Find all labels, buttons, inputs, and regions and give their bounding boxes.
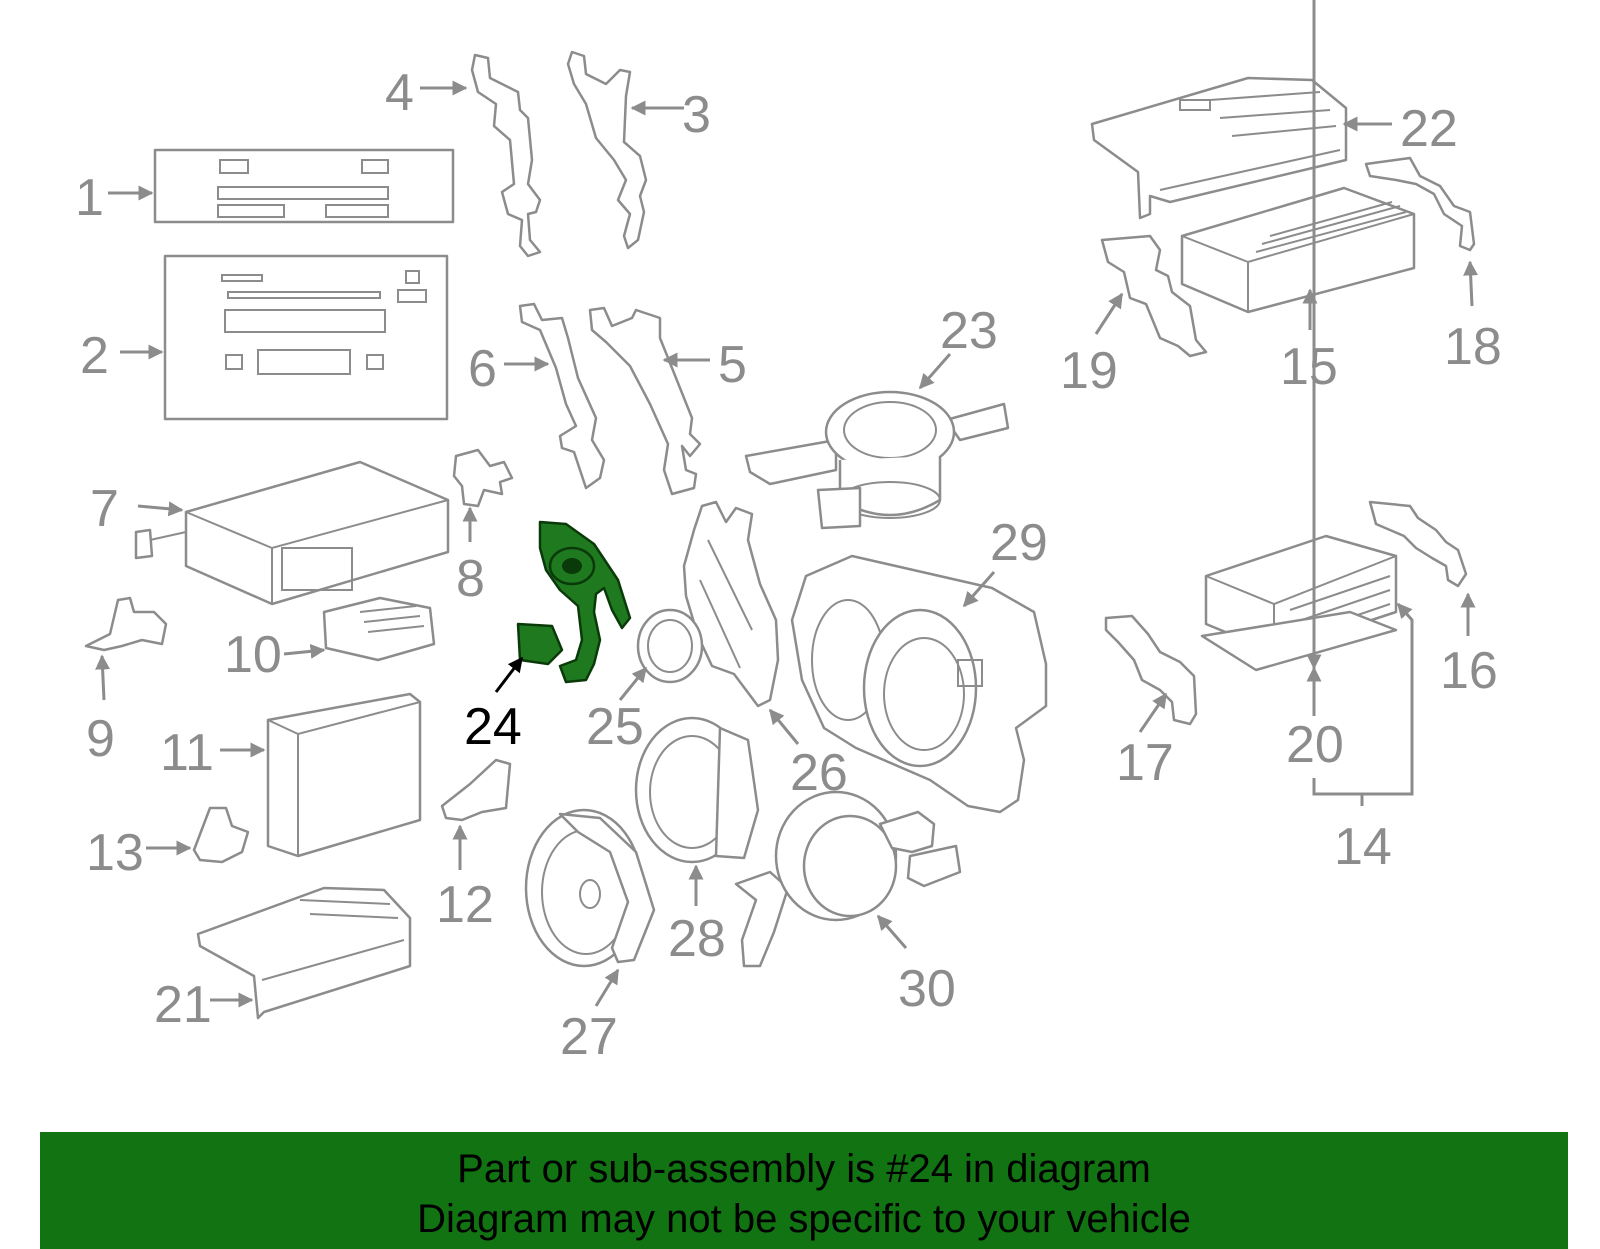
label-17: 17 — [1116, 734, 1174, 792]
part-30-speaker[interactable] — [734, 790, 962, 968]
label-5: 5 — [718, 336, 747, 394]
info-banner: Part or sub-assembly is #24 in diagram D… — [40, 1132, 1568, 1249]
leader-19 — [1094, 292, 1124, 335]
part-5-bracket[interactable] — [588, 306, 702, 496]
part-15-amplifier[interactable] — [1180, 186, 1416, 314]
part-24-wire-harness-highlighted[interactable] — [516, 520, 632, 684]
label-30: 30 — [898, 960, 956, 1018]
label-20: 20 — [1286, 716, 1344, 774]
leader-27 — [594, 968, 620, 1007]
part-11-navigation-unit[interactable] — [266, 692, 422, 858]
label-16: 16 — [1440, 642, 1498, 700]
leader-18 — [1463, 260, 1479, 307]
part-19-bracket[interactable] — [1100, 234, 1208, 358]
part-16-bracket[interactable] — [1368, 500, 1468, 588]
label-8: 8 — [456, 550, 485, 608]
label-7: 7 — [90, 480, 119, 538]
label-2: 2 — [80, 327, 109, 385]
label-22: 22 — [1400, 100, 1458, 158]
part-22-amplifier-cover[interactable] — [1090, 76, 1348, 220]
label-23: 23 — [940, 302, 998, 360]
part-9-bracket[interactable] — [84, 596, 168, 652]
part-28-speaker[interactable] — [634, 716, 760, 864]
label-10: 10 — [224, 626, 282, 684]
part-2-radio-panel[interactable] — [163, 254, 449, 421]
label-9: 9 — [86, 710, 115, 768]
label-11: 11 — [160, 724, 214, 782]
part-21-amplifier-cover[interactable] — [196, 886, 412, 1020]
part-26-speaker-bracket[interactable] — [682, 500, 780, 708]
part-3-bracket[interactable] — [566, 50, 648, 250]
part-27-speaker[interactable] — [524, 808, 656, 968]
label-1: 1 — [75, 169, 104, 227]
leader-14 — [1312, 602, 1414, 796]
leader-24 — [494, 656, 524, 693]
label-19: 19 — [1060, 342, 1118, 400]
leader-17 — [1138, 692, 1168, 733]
label-28: 28 — [668, 910, 726, 968]
label-18: 18 — [1444, 318, 1502, 376]
banner-line-2: Diagram may not be specific to your vehi… — [417, 1197, 1191, 1241]
part-7-cd-changer[interactable] — [134, 460, 450, 606]
leader-26 — [768, 708, 800, 745]
banner-line-1: Part or sub-assembly is #24 in diagram — [457, 1147, 1151, 1191]
part-1-radio-faceplate[interactable] — [153, 148, 455, 224]
part-25-speaker[interactable] — [636, 608, 704, 684]
label-12: 12 — [436, 876, 494, 934]
label-3: 3 — [682, 86, 711, 144]
label-15: 15 — [1280, 338, 1338, 396]
part-13-bracket[interactable] — [192, 806, 250, 864]
part-17-bracket[interactable] — [1104, 614, 1198, 726]
part-18-bracket[interactable] — [1364, 156, 1476, 252]
leader-10 — [283, 643, 326, 659]
leader-23 — [918, 353, 952, 390]
label-14: 14 — [1334, 818, 1392, 876]
part-12-bracket[interactable] — [440, 758, 512, 822]
leader-25 — [618, 666, 648, 701]
leader-9 — [95, 654, 111, 701]
part-29-subwoofer-enclosure[interactable] — [790, 554, 1048, 814]
label-13: 13 — [86, 824, 144, 882]
part-6-bracket[interactable] — [518, 302, 606, 490]
label-24: 24 — [464, 698, 522, 756]
part-4-bracket[interactable] — [470, 53, 542, 258]
part-23-tweeter-speaker[interactable] — [744, 390, 1010, 530]
part-10-control-module[interactable] — [322, 596, 436, 662]
part-20-amplifier-tray[interactable] — [1200, 534, 1398, 672]
leader-30 — [876, 914, 908, 949]
part-8-bracket[interactable] — [452, 448, 514, 508]
leader-7 — [137, 501, 184, 517]
label-4: 4 — [385, 64, 414, 122]
label-21: 21 — [154, 976, 212, 1034]
label-6: 6 — [468, 340, 497, 398]
parts-diagram: 1 2 4 3 22 18 15 19 — [75, 0, 1502, 1066]
label-27: 27 — [560, 1008, 618, 1066]
leader-29 — [962, 571, 996, 608]
label-25: 25 — [586, 698, 644, 756]
label-29: 29 — [990, 514, 1048, 572]
